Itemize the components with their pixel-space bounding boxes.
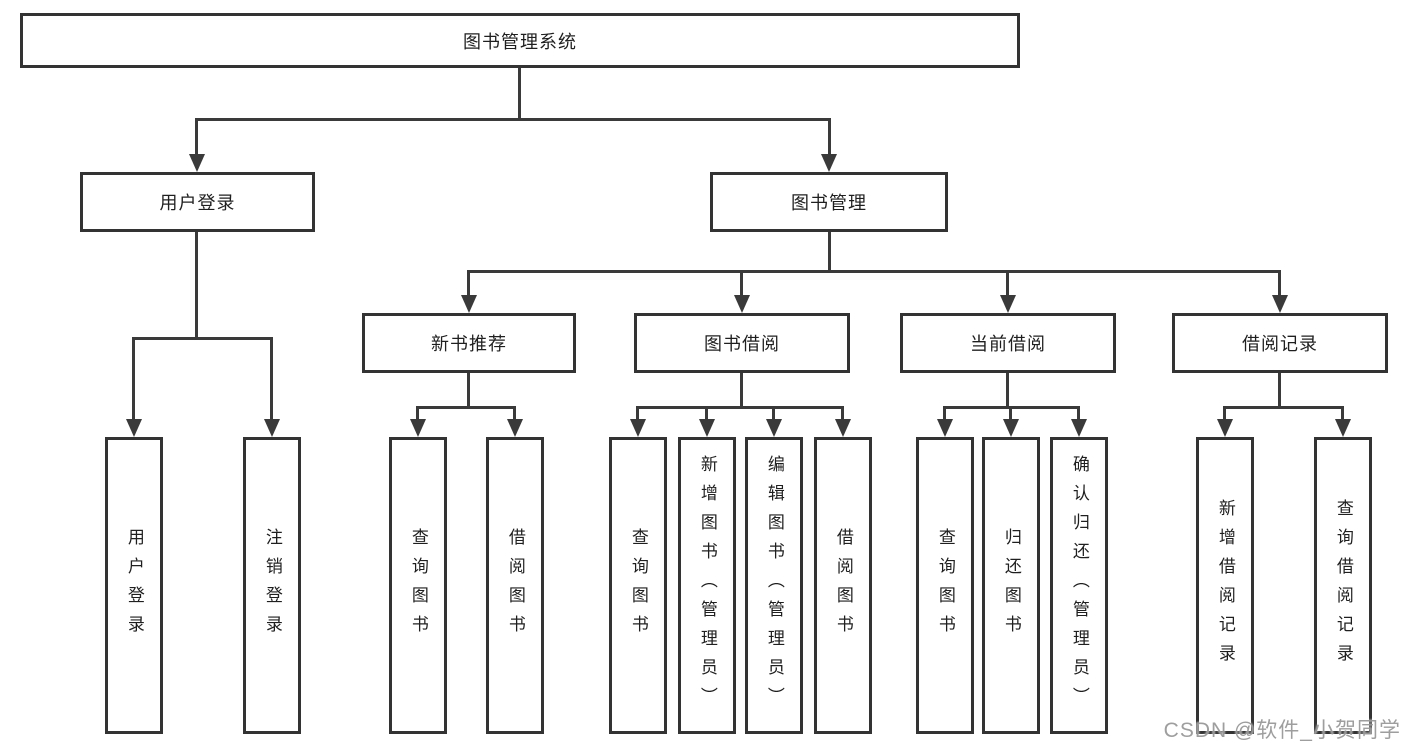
arrow-down-icon [937,419,953,437]
node-borrow-records: 借阅记录 [1172,313,1388,373]
node-edit-book-admin: 编辑图书（管理员） [745,437,803,734]
arrow-down-icon [507,419,523,437]
node-user-login-action: 用户登录 [105,437,163,734]
connector-line [841,406,844,419]
node-borrow-book: 借阅图书 [814,437,872,734]
connector-line [467,373,470,406]
connector-line [195,232,198,337]
connector-line [1223,406,1226,419]
connector-line [467,270,470,297]
connector-line [513,406,516,419]
connector-line [943,406,946,419]
connector-line [1006,270,1009,297]
node-book-borrow: 图书借阅 [634,313,850,373]
node-current-query-books: 查询图书 [916,437,974,734]
node-recommend-query-books: 查询图书 [389,437,447,734]
connector-line [740,373,743,406]
connector-line [1224,406,1344,409]
node-recommend-borrow-books: 借阅图书 [486,437,544,734]
arrow-down-icon [699,419,715,437]
connector-line [772,406,775,419]
connector-line [740,270,743,297]
connector-line [1341,406,1344,419]
node-add-book-admin: 新增图书（管理员） [678,437,736,734]
arrow-down-icon [264,419,280,437]
node-borrow-query-books: 查询图书 [609,437,667,734]
node-library-system: 图书管理系统 [20,13,1020,68]
arrow-down-icon [766,419,782,437]
node-book-management: 图书管理 [710,172,948,232]
connector-line [270,337,273,419]
connector-line [1006,373,1009,406]
node-query-borrow-record: 查询借阅记录 [1314,437,1372,734]
node-confirm-return-admin: 确认归还（管理员） [1050,437,1108,734]
connector-line [133,337,273,340]
node-add-borrow-record: 新增借阅记录 [1196,437,1254,734]
connector-line [828,118,831,156]
connector-line [196,118,831,121]
arrow-down-icon [189,154,205,172]
arrow-down-icon [630,419,646,437]
connector-line [1077,406,1080,419]
connector-line [637,406,844,409]
node-return-books: 归还图书 [982,437,1040,734]
arrow-down-icon [1335,419,1351,437]
connector-line [636,406,639,419]
arrow-down-icon [126,419,142,437]
arrow-down-icon [821,154,837,172]
node-user-login: 用户登录 [80,172,315,232]
connector-line [1278,373,1281,406]
connector-line [132,337,135,419]
arrow-down-icon [461,295,477,313]
connector-line [705,406,708,419]
node-logout: 注销登录 [243,437,301,734]
arrow-down-icon [1071,419,1087,437]
arrow-down-icon [835,419,851,437]
arrow-down-icon [1003,419,1019,437]
node-new-book-recommend: 新书推荐 [362,313,576,373]
connector-line [467,270,1281,273]
csdn-watermark: CSDN @软件_小贺同学 [1163,719,1401,742]
connector-line [195,118,198,156]
connector-line [828,232,831,270]
arrow-down-icon [1217,419,1233,437]
arrow-down-icon [734,295,750,313]
arrow-down-icon [410,419,426,437]
connector-line [518,68,521,118]
node-current-borrow: 当前借阅 [900,313,1116,373]
connector-line [417,406,516,409]
arrow-down-icon [1272,295,1288,313]
arrow-down-icon [1000,295,1016,313]
connector-line [1278,270,1281,297]
connector-line [1009,406,1012,419]
connector-line [944,406,1080,409]
connector-line [416,406,419,419]
